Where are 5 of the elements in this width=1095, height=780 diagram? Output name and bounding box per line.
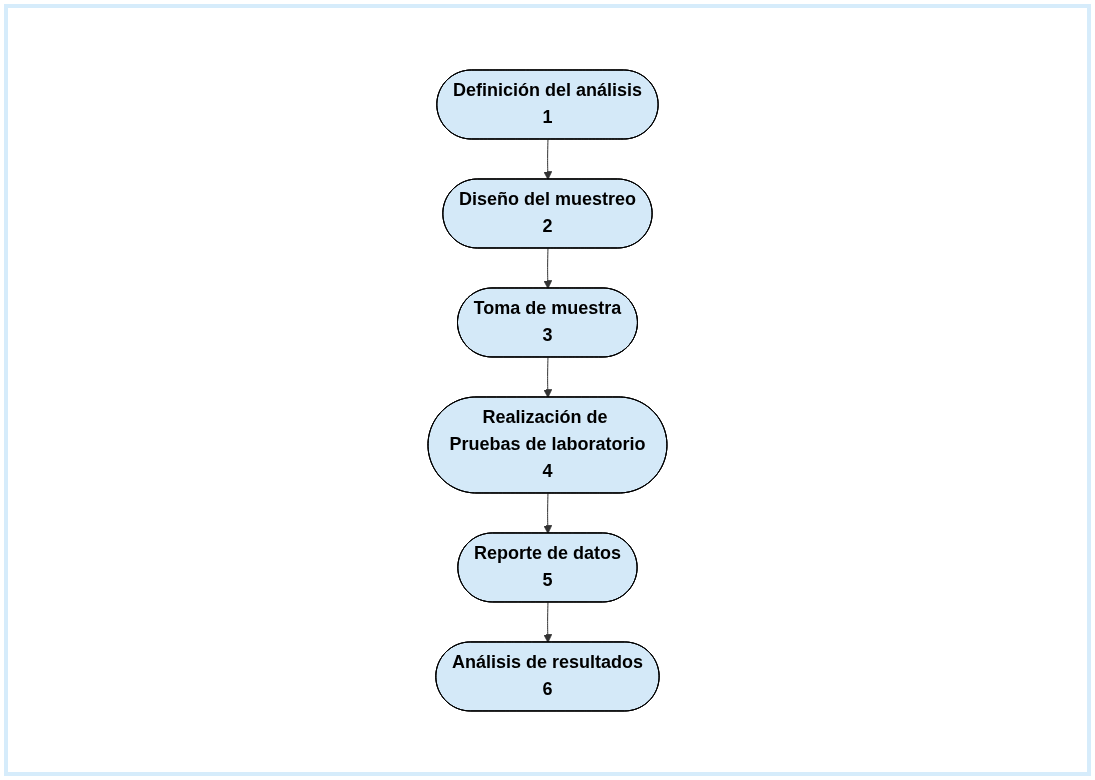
arrow bbox=[543, 492, 553, 534]
arrow bbox=[543, 138, 553, 180]
arrow bbox=[543, 247, 553, 289]
arrow bbox=[543, 601, 553, 643]
arrow bbox=[543, 356, 553, 398]
